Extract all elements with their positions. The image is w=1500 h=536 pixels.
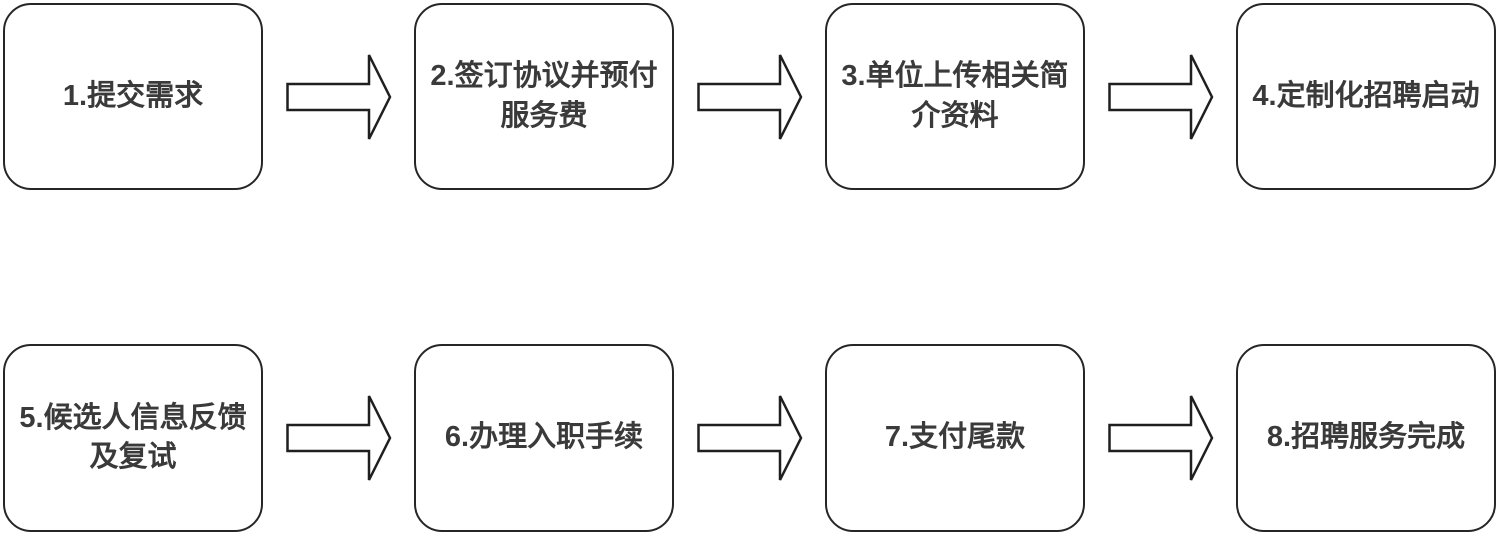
- flow-step-5: 5.候选人信息反馈 及复试: [3, 344, 263, 532]
- arrow-step-2-to-3: [674, 3, 825, 190]
- arrow-step-5-to-6: [263, 344, 414, 532]
- flow-step-1: 1.提交需求: [3, 3, 263, 190]
- flow-step-3-label: 3.单位上传相关简 介资料: [841, 60, 1069, 132]
- flow-arrow-right-icon: [1107, 395, 1213, 481]
- flow-step-6: 6.办理入职手续: [414, 344, 674, 532]
- flow-step-4: 4.定制化招聘启动: [1236, 3, 1496, 190]
- flow-arrow-right-icon: [696, 395, 802, 481]
- flow-step-6-label: 6.办理入职手续: [444, 421, 644, 454]
- flow-step-7-label: 7.支付尾款: [884, 421, 1026, 454]
- flow-step-8: 8.招聘服务完成: [1236, 344, 1496, 532]
- flow-arrow-right-icon: [285, 53, 391, 140]
- flow-step-3: 3.单位上传相关简 介资料: [825, 3, 1085, 190]
- arrow-step-6-to-7: [674, 344, 825, 532]
- flow-step-1-label: 1.提交需求: [62, 79, 204, 112]
- flow-step-8-label: 8.招聘服务完成: [1266, 421, 1466, 454]
- arrow-step-1-to-2: [263, 3, 414, 190]
- flow-row-2: 5.候选人信息反馈 及复试 6.办理入职手续 7.支付尾款 8.招聘服务完成: [3, 344, 1496, 532]
- flow-step-2-label: 2.签订协议并预付 服务费: [430, 60, 658, 132]
- flow-step-5-label: 5.候选人信息反馈 及复试: [19, 401, 247, 473]
- flow-arrow-right-icon: [696, 53, 802, 140]
- flow-step-4-label: 4.定制化招聘启动: [1252, 79, 1480, 112]
- arrow-step-3-to-4: [1085, 3, 1236, 190]
- flow-step-2: 2.签订协议并预付 服务费: [414, 3, 674, 190]
- flow-step-7: 7.支付尾款: [825, 344, 1085, 532]
- arrow-step-7-to-8: [1085, 344, 1236, 532]
- flow-row-1: 1.提交需求 2.签订协议并预付 服务费 3.单位上传相关简 介资料 4.定制化…: [3, 3, 1496, 190]
- flow-arrow-right-icon: [285, 395, 391, 481]
- flow-arrow-right-icon: [1107, 53, 1213, 140]
